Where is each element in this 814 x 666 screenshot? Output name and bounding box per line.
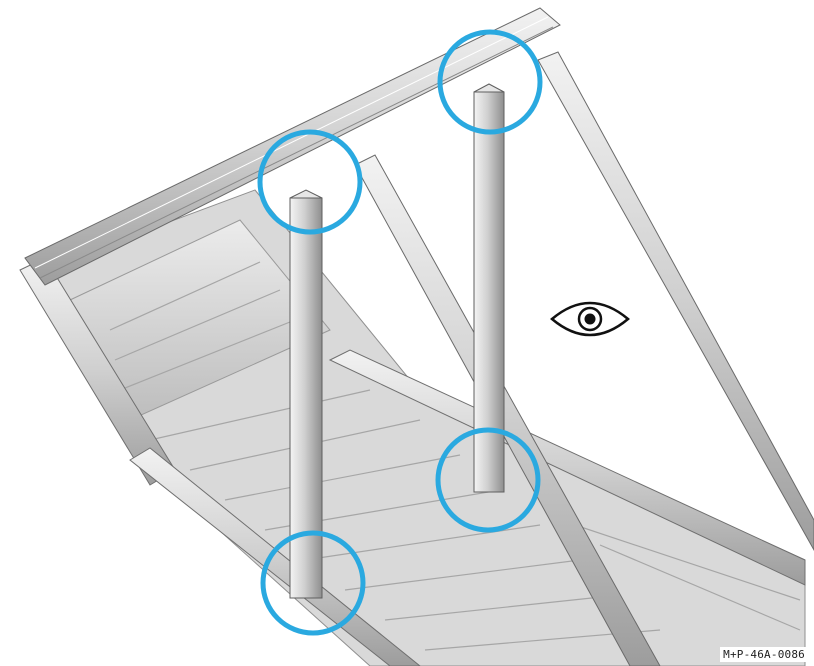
diagonal-braces	[354, 51, 814, 666]
stair-body	[19, 189, 806, 666]
highlight-circles	[257, 29, 543, 636]
stair-treads	[109, 261, 801, 651]
highlight-circle-top-right	[437, 29, 543, 135]
highlight-circle-bottom-left	[260, 530, 366, 636]
eye-icon	[550, 301, 630, 337]
top-rail-beam	[24, 7, 561, 286]
drawing-reference-code: M+P-46A-0086	[720, 647, 808, 662]
highlight-circle-bottom-right	[435, 427, 541, 533]
highlight-circle-top-left	[257, 129, 363, 235]
